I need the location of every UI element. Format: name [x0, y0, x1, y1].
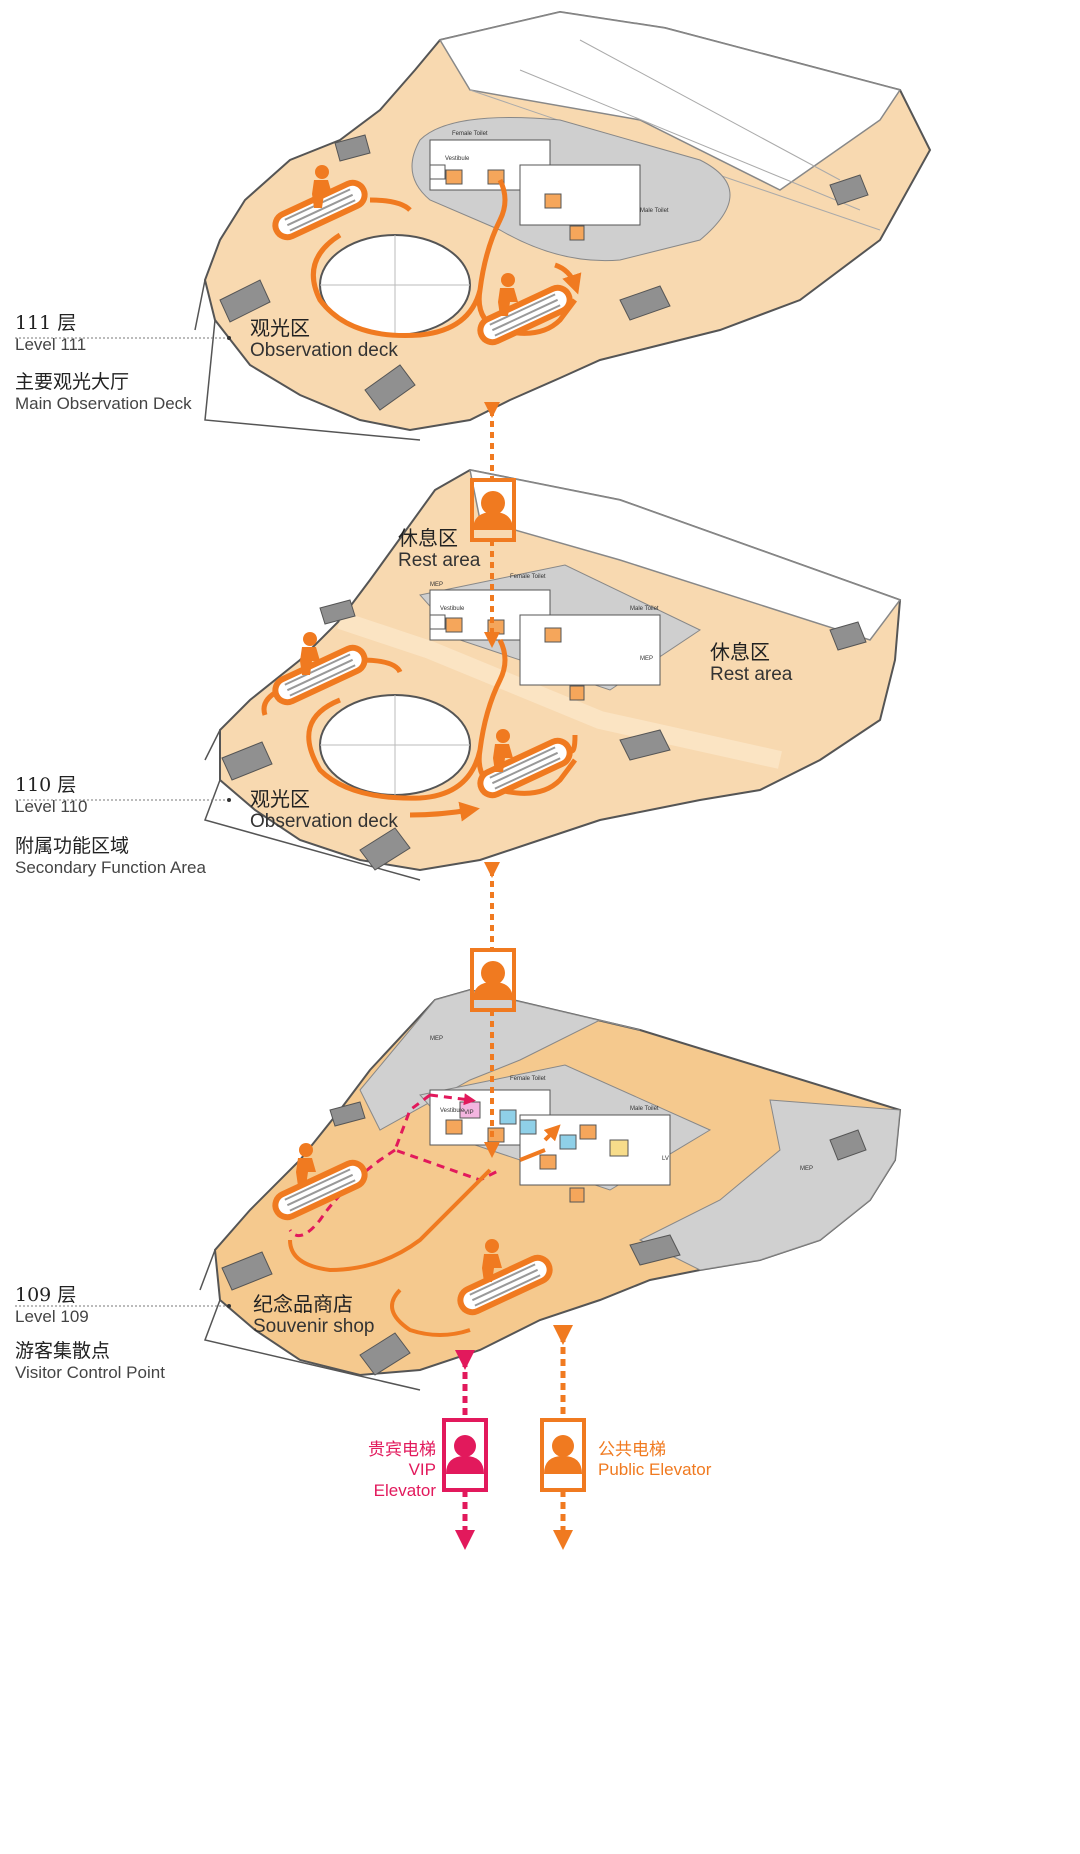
zone-en: Observation deck: [250, 340, 398, 361]
vip-elevator-box: [442, 1418, 488, 1492]
level-111-function-cn: 主要观光大厅: [15, 371, 130, 393]
elevator-person-icon: [473, 961, 513, 1000]
level-110-vestibule-label: Vestibule: [440, 606, 465, 612]
level-109-public-route: [288, 1130, 555, 1337]
level-111-en: Level 111: [15, 334, 87, 354]
level-109-souvenir-zone: 纪念品商店 Souvenir shop: [253, 1292, 374, 1339]
public-elevator-cn: 公共电梯: [598, 1440, 666, 1460]
level-110-mep-label-left: MEP: [430, 582, 443, 588]
zone-cn: 观光区: [250, 316, 310, 340]
level-109-female-toilet-label: Female Toilet: [510, 1076, 546, 1082]
level-111-vestibule-label: Vestibule: [445, 156, 470, 162]
level-109-lv-label: LV: [662, 1156, 669, 1162]
level-109-mep-label-right: MEP: [800, 1166, 813, 1172]
level-110-rest-zone-right: 休息区 Rest area: [710, 640, 792, 687]
level-109-function-cn: 游客集散点: [15, 1340, 111, 1362]
level-109-function-en: Visitor Control Point: [15, 1362, 165, 1382]
level-109-mep-label-left: MEP: [430, 1036, 443, 1042]
level-111-observation-zone: 观光区 Observation deck: [250, 316, 398, 363]
level-110-en: Level 110: [15, 796, 88, 816]
level-109-cn: 109 层: [15, 1284, 77, 1306]
public-elevator-label: 公共电梯 Public Elevator: [598, 1440, 711, 1481]
level-110-rest-zone-upper: 休息区 Rest area: [398, 526, 480, 573]
level-110-function: 附属功能区域 Secondary Function Area: [15, 835, 206, 878]
level-110-function-cn: 附属功能区域: [15, 835, 130, 857]
level-111-label: 111 层 Level 111: [15, 312, 86, 355]
level-111-male-toilet-label: Male Toilet: [640, 208, 669, 214]
level-110-cn: 110 层: [15, 774, 77, 796]
zone-cn: 休息区: [710, 640, 770, 664]
level-111-cn: 111 层: [15, 312, 77, 334]
level-110-observation-zone: 观光区 Observation deck: [250, 787, 398, 834]
level-111-plan: Female Toilet Male Toilet Vestibule: [194, 10, 932, 441]
level-109-label: 109 层 Level 109: [15, 1284, 89, 1327]
zone-cn: 休息区: [398, 526, 458, 550]
level-111-route: [310, 178, 575, 339]
vip-person-icon: [446, 1435, 484, 1474]
level-111-function-en: Main Observation Deck: [15, 393, 192, 413]
zone-en: Rest area: [398, 550, 481, 571]
zone-en: Rest area: [710, 664, 793, 685]
level-111-function: 主要观光大厅 Main Observation Deck: [15, 371, 192, 414]
zone-cn: 观光区: [250, 787, 310, 811]
level-109-male-toilet-label: Male Toilet: [630, 1106, 659, 1112]
level-109-en: Level 109: [15, 1306, 89, 1326]
public-elevator-en: Public Elevator: [598, 1460, 712, 1480]
level-110-label: 110 层 Level 110: [15, 774, 87, 817]
label-leaders: [15, 337, 225, 1307]
vip-elevator-label: 贵宾电梯 VIP Elevator: [350, 1440, 436, 1501]
vertical-circulation: [442, 402, 586, 1550]
level-110-mep-label-right: MEP: [640, 656, 653, 662]
vip-elevator-en: VIP Elevator: [373, 1460, 436, 1500]
level-109-vip-label: VIP: [464, 1110, 474, 1116]
vip-elevator-cn: 贵宾电梯: [368, 1440, 436, 1460]
zone-cn: 纪念品商店: [253, 1292, 353, 1316]
level-110-function-en: Secondary Function Area: [15, 857, 206, 877]
public-person-icon: [544, 1435, 582, 1474]
label-dots: [227, 336, 231, 1308]
level-110-female-toilet-label: Female Toilet: [510, 574, 546, 580]
zone-en: Souvenir shop: [253, 1316, 375, 1337]
level-110-male-toilet-label: Male Toilet: [630, 606, 659, 612]
zone-en: Observation deck: [250, 811, 398, 832]
elevator-box-level-109: [470, 948, 516, 1012]
level-109-vestibule-label: Vestibule: [440, 1108, 465, 1114]
level-109-function: 游客集散点 Visitor Control Point: [15, 1340, 165, 1383]
public-elevator-box: [540, 1418, 586, 1492]
elevator-box-level-110: [470, 478, 516, 542]
level-111-female-toilet-label: Female Toilet: [452, 131, 488, 137]
